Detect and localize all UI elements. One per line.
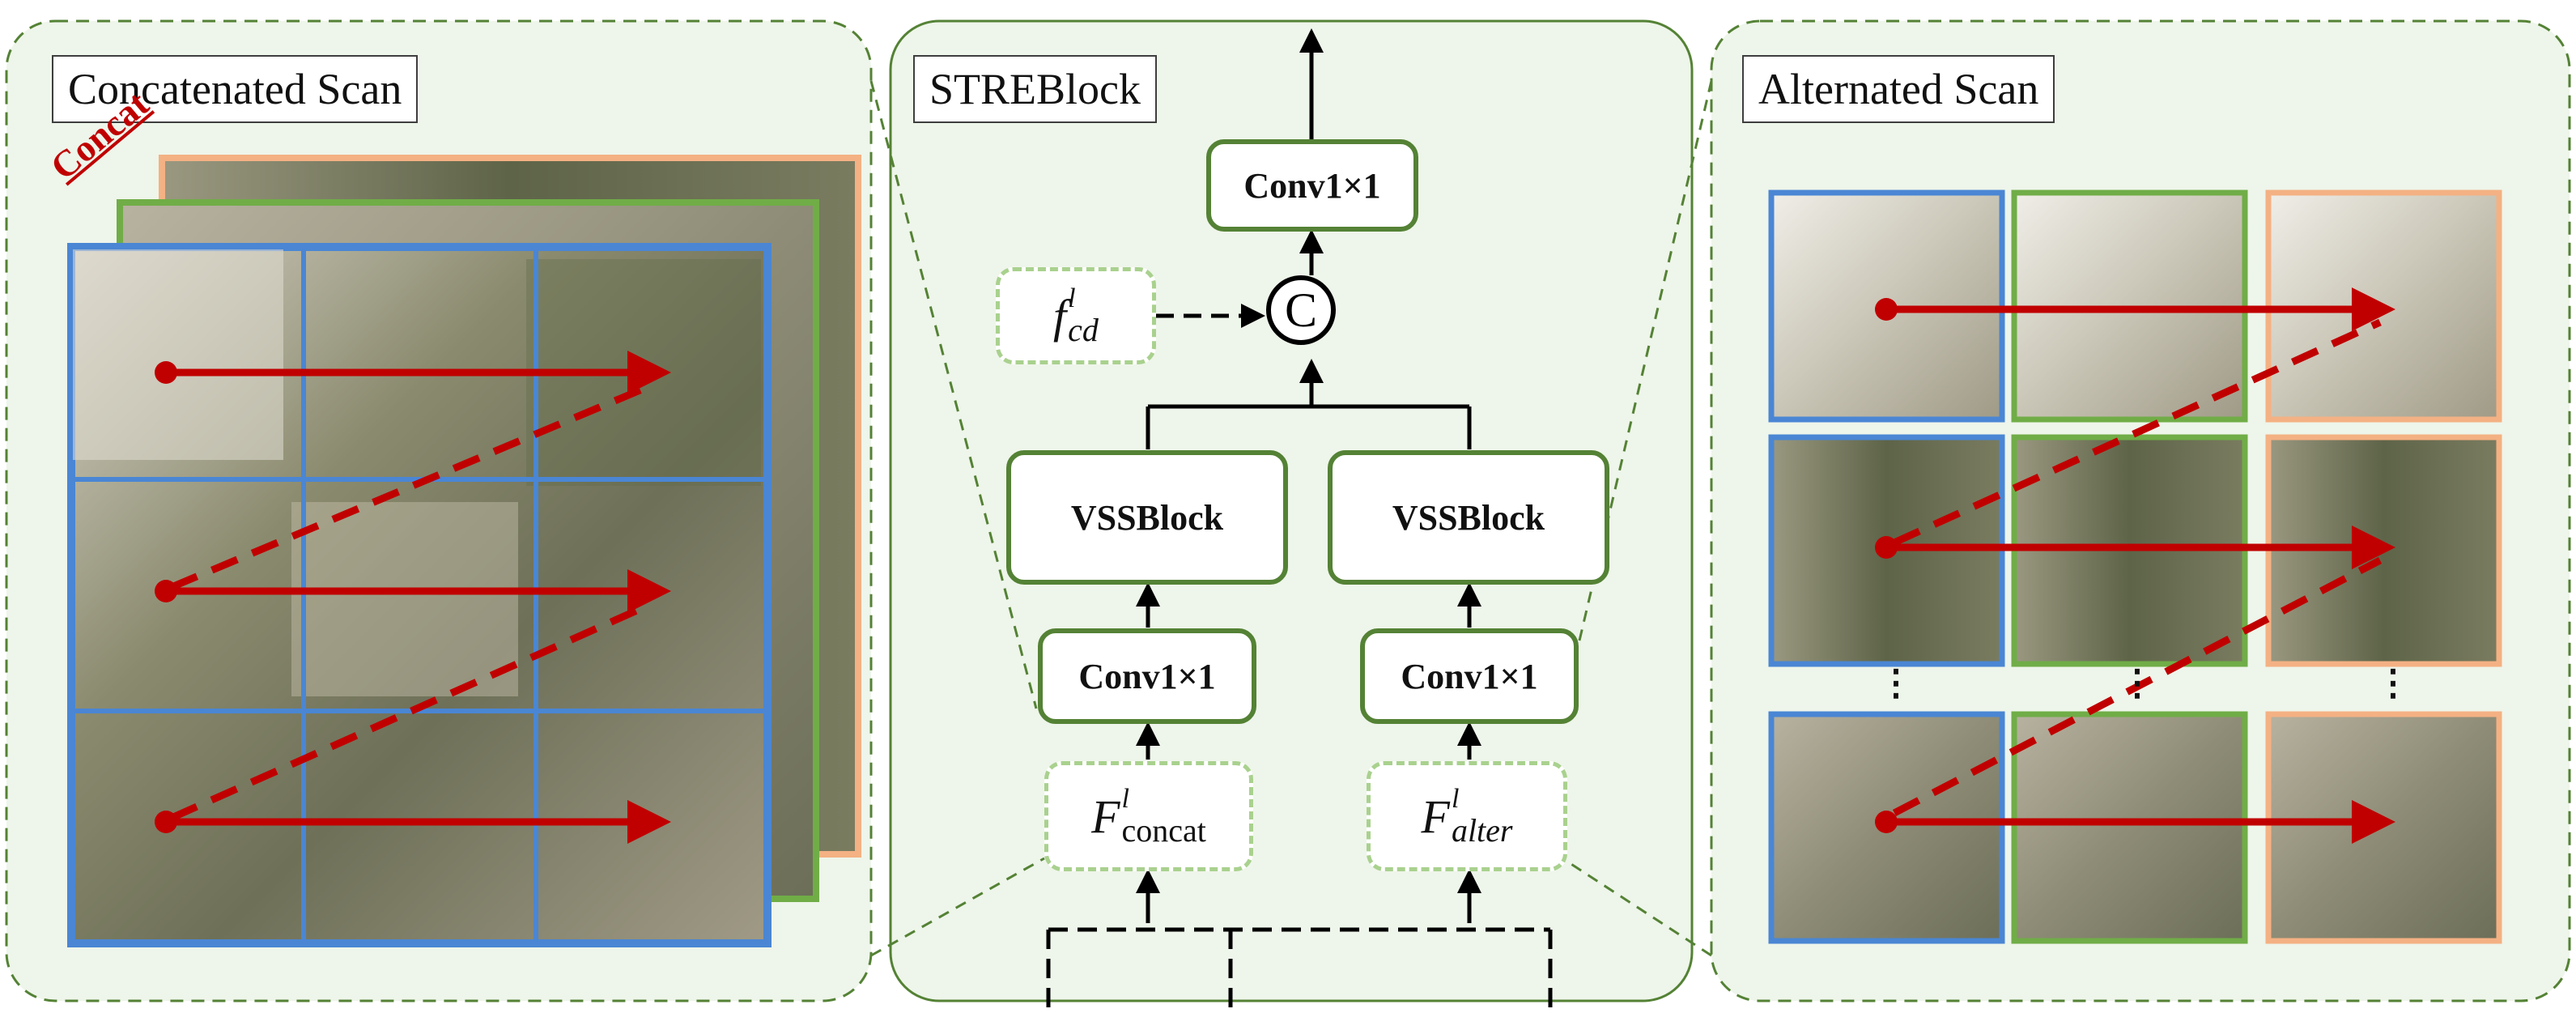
zoom-line-left-top [869, 80, 1038, 709]
right-panel-title: Alternated Scan [1742, 55, 2055, 123]
alter-tiles-row-3 [1768, 711, 2502, 944]
vss-left-block: VSSBlock [1006, 450, 1288, 585]
f-concat-base: F [1091, 790, 1120, 843]
alter-tiles-row-1 [1768, 189, 2502, 423]
conv-top-block: Conv1×1 [1206, 139, 1418, 232]
f-alter-base: F [1421, 790, 1450, 843]
f-alter-sup: l [1451, 784, 1460, 814]
f-concat-sup: l [1121, 784, 1129, 814]
f-concat-sub: concat [1121, 812, 1206, 849]
concat-symbol: C [1284, 283, 1318, 337]
alter-scan-arrows [1875, 287, 2395, 844]
ellipsis-col-1: ⋮ [1878, 663, 1914, 703]
middle-panel-title: STREBlock [913, 55, 1158, 123]
concat-scan-arrows [155, 351, 671, 844]
f-alter-sub: alter [1451, 812, 1513, 849]
conv-left-block: Conv1×1 [1038, 628, 1256, 724]
zoom-line-left-bottom [870, 857, 1045, 957]
middle-panel [889, 19, 1694, 1002]
vss-right-block: VSSBlock [1328, 450, 1609, 585]
f-cd-base: f [1053, 289, 1067, 343]
zoom-line-right-top [1561, 80, 1713, 713]
ellipsis-col-3: ⋮ [2375, 663, 2411, 703]
zoom-line-right-bottom [1562, 857, 1712, 957]
stre-connectors [1046, 28, 1553, 1013]
ellipsis-col-2: ⋮ [2119, 663, 2155, 703]
f-cd-sup: l [1068, 283, 1076, 313]
f-cd-sub: cd [1068, 312, 1099, 348]
left-panel-title: Concatenated Scan [52, 55, 419, 123]
circle-c-icon: C [1266, 275, 1336, 345]
conv-right-block: Conv1×1 [1360, 628, 1579, 724]
